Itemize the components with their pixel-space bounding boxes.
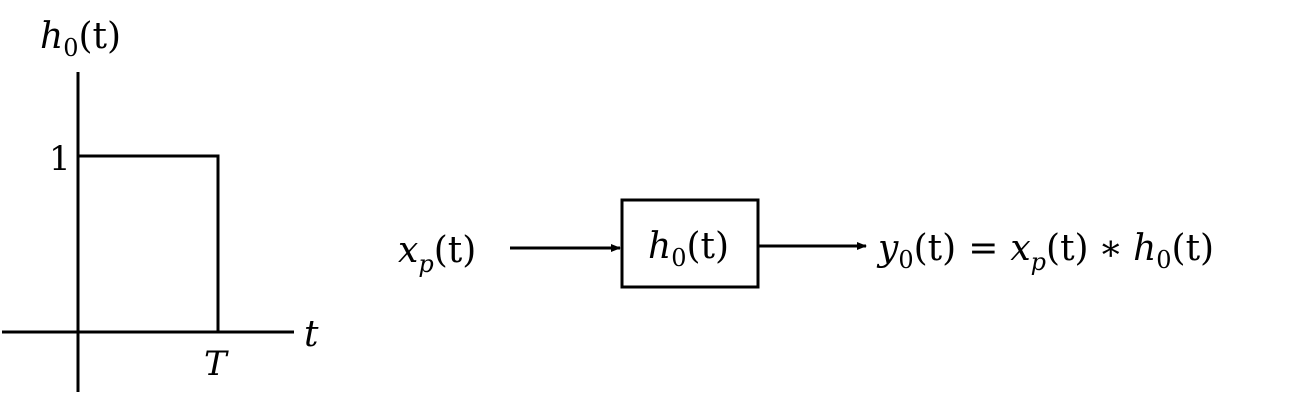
x-tick-label: T [204,344,229,384]
impulse-response-plot: h0(t) 1 T t [2,16,319,392]
y-tick-label: 1 [49,139,71,179]
y-axis-label: h0(t) [40,16,121,62]
system-box [620,198,760,289]
system-box-label: h0(t) [648,226,729,272]
rect-pulse [78,154,220,332]
input-signal-label: xp(t) [398,230,476,278]
system-block-diagram: xp(t) h0(t) y0(t)=xp(t)∗h0(t) [398,198,1214,289]
output-equation: y0(t)=xp(t)∗h0(t) [876,228,1214,276]
x-axis-label: t [304,314,319,355]
